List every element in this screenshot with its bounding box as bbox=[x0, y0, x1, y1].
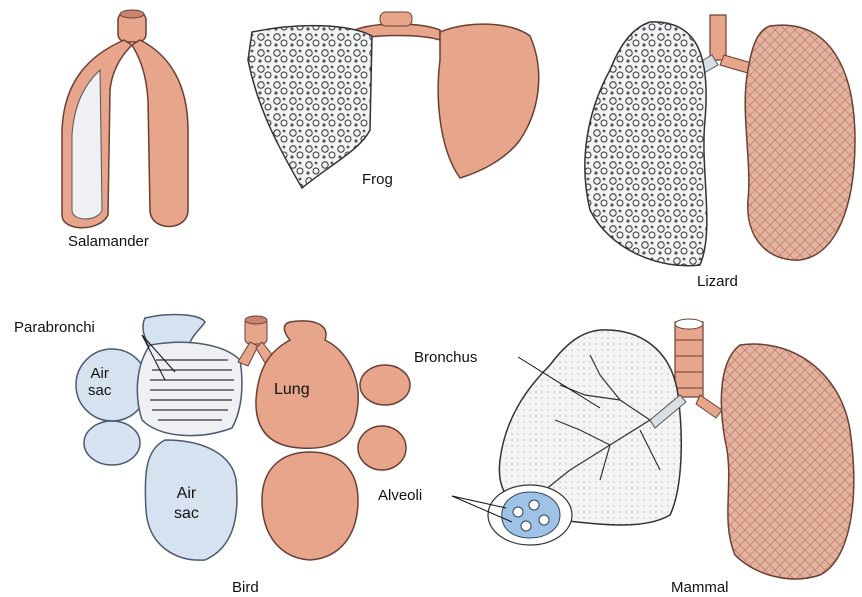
mammal-lung-diagram bbox=[488, 319, 854, 579]
small-air-sac-label-line1: Air bbox=[88, 366, 111, 381]
mammal-trachea bbox=[675, 319, 703, 397]
lizard-right-lung bbox=[745, 25, 855, 260]
salamander-lung-diagram bbox=[62, 10, 188, 228]
bird-lung-diagram bbox=[76, 315, 410, 561]
small-air-sac-label: Air sac bbox=[88, 366, 111, 398]
salamander-label: Salamander bbox=[68, 234, 149, 249]
mammal-label: Mammal bbox=[671, 580, 729, 595]
parabronchi-label: Parabronchi bbox=[14, 320, 95, 335]
lizard-label: Lizard bbox=[697, 274, 738, 289]
salamander-trachea-opening bbox=[120, 10, 144, 18]
small-air-sac-label-line2: sac bbox=[88, 383, 111, 398]
large-air-sac-label-line2: sac bbox=[174, 506, 199, 522]
salamander-right-lung bbox=[132, 40, 188, 227]
large-air-sac-label: Air sac bbox=[174, 486, 199, 522]
frog-trachea-top bbox=[380, 12, 412, 26]
frog-left-lung bbox=[248, 26, 372, 188]
mammal-right-bronchus bbox=[696, 395, 722, 418]
lizard-lung-diagram bbox=[585, 15, 855, 266]
alveoli-label: Alveoli bbox=[378, 488, 422, 503]
frog-lung-diagram bbox=[248, 12, 539, 188]
lung-label: Lung bbox=[274, 382, 310, 398]
large-air-sac-label-line1: Air bbox=[174, 486, 199, 502]
bird-lower-body-sac bbox=[262, 452, 358, 560]
alveoli-cluster bbox=[488, 485, 572, 545]
bronchus-label: Bronchus bbox=[414, 350, 477, 365]
lizard-trachea bbox=[710, 15, 726, 60]
mammal-right-lung bbox=[721, 344, 853, 579]
frog-label: Frog bbox=[362, 172, 393, 187]
lizard-left-lung bbox=[585, 22, 707, 266]
frog-right-lung bbox=[438, 24, 539, 178]
bird-right-lower-air-sac bbox=[358, 426, 406, 470]
bird-lower-left-air-sac bbox=[84, 421, 140, 465]
bird-label: Bird bbox=[232, 580, 259, 595]
bird-right-upper-air-sac bbox=[360, 365, 410, 405]
